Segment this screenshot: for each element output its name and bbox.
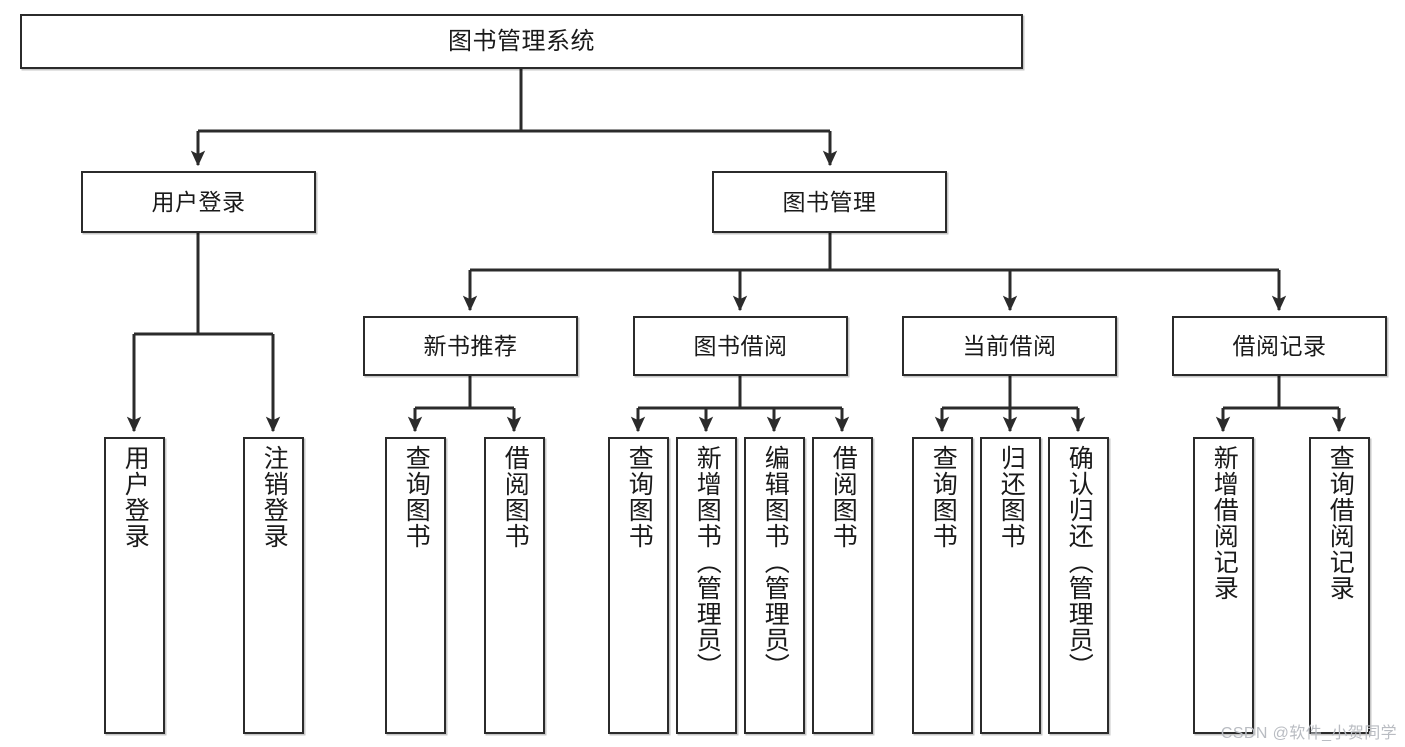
node-label: 查询图书	[402, 445, 431, 549]
node-borrow-record[interactable]: 借阅记录	[1172, 316, 1387, 376]
node-label: 注销登录	[260, 445, 289, 549]
leaf-confirm-return[interactable]: 确认归还（管理员）	[1048, 437, 1109, 734]
node-user-login[interactable]: 用户登录	[81, 171, 316, 233]
node-root-system[interactable]: 图书管理系统	[20, 14, 1023, 69]
leaf-add-borrow-record[interactable]: 新增借阅记录	[1193, 437, 1254, 734]
node-label: 借阅图书	[501, 445, 530, 549]
node-label: 图书管理系统	[448, 27, 595, 55]
node-label: 编辑图书（管理员）	[761, 445, 790, 679]
node-label: 确认归还（管理员）	[1065, 445, 1094, 679]
leaf-query-book-borrow[interactable]: 查询图书	[608, 437, 669, 734]
node-new-book-recommend[interactable]: 新书推荐	[363, 316, 578, 376]
node-label: 查询图书	[625, 445, 654, 549]
leaf-borrow-book[interactable]: 借阅图书	[812, 437, 873, 734]
node-label: 图书借阅	[693, 332, 788, 359]
leaf-logout[interactable]: 注销登录	[243, 437, 304, 734]
node-label: 用户登录	[151, 188, 246, 215]
node-label: 当前借阅	[962, 332, 1057, 359]
node-label: 用户登录	[121, 445, 150, 549]
leaf-query-borrow-record[interactable]: 查询借阅记录	[1309, 437, 1370, 734]
leaf-edit-book[interactable]: 编辑图书（管理员）	[744, 437, 805, 734]
node-current-borrow[interactable]: 当前借阅	[902, 316, 1117, 376]
node-label: 借阅图书	[829, 445, 858, 549]
leaf-return-book[interactable]: 归还图书	[980, 437, 1041, 734]
node-book-borrow[interactable]: 图书借阅	[633, 316, 848, 376]
leaf-query-book-recommend[interactable]: 查询图书	[385, 437, 446, 734]
node-label: 新增借阅记录	[1210, 445, 1239, 601]
node-label: 查询图书	[929, 445, 958, 549]
node-label: 图书管理	[782, 188, 877, 215]
node-label: 归还图书	[997, 445, 1026, 549]
leaf-user-login[interactable]: 用户登录	[104, 437, 165, 734]
leaf-borrow-book-recommend[interactable]: 借阅图书	[484, 437, 545, 734]
leaf-query-book-current[interactable]: 查询图书	[912, 437, 973, 734]
node-label: 新增图书（管理员）	[693, 445, 722, 679]
leaf-add-book[interactable]: 新增图书（管理员）	[676, 437, 737, 734]
node-book-manage[interactable]: 图书管理	[712, 171, 947, 233]
node-label: 新书推荐	[423, 332, 518, 359]
node-label: 查询借阅记录	[1326, 445, 1355, 601]
csdn-watermark: CSDN @软件_小贺同学	[1220, 725, 1397, 742]
node-label: 借阅记录	[1232, 332, 1327, 359]
